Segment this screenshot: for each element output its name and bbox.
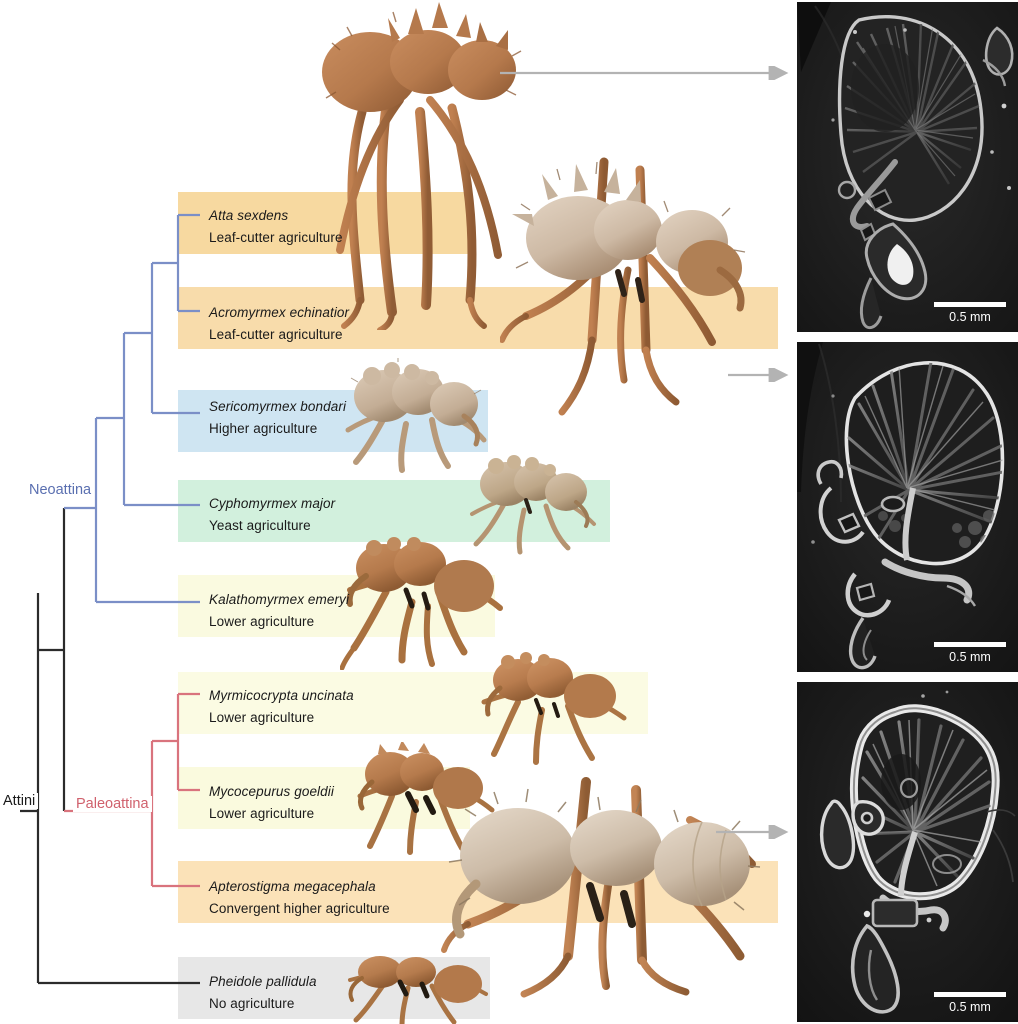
agriculture-type: Lower agriculture [209,614,315,629]
clade-label-attini: Attini [0,793,39,809]
agriculture-type: Lower agriculture [209,806,315,821]
clade-label-paleoattina: Paleoattina [73,796,152,812]
leaf-label-cyphomyrmex-major: Cyphomyrmex major Yeast agriculture [209,496,335,533]
agriculture-type: Leaf-cutter agriculture [209,230,343,245]
leaf-label-mycocepurus-goeldii: Mycocepurus goeldii Lower agriculture [209,784,334,821]
arrow-to-ct-top [500,66,789,80]
agriculture-type: Yeast agriculture [209,518,311,533]
scalebar-label: 0.5 mm [949,1000,991,1014]
clade-label-neoattina: Neoattina [26,482,95,498]
scalebar-middle: 0.5 mm [934,642,1006,664]
ct-panel-acromyrmex-echinatior: 0.5 mm [797,342,1018,672]
species-name: Sericomyrmex bondari [209,399,347,414]
agriculture-type: Higher agriculture [209,421,318,436]
agriculture-type: Leaf-cutter agriculture [209,327,343,342]
leaf-label-acromyrmex-echinatior: Acromyrmex echinatior Leaf-cutter agricu… [209,305,349,342]
leaf-label-apterostigma-megacephala: Apterostigma megacephala Convergent high… [209,879,390,916]
arrow-to-ct-bottom [716,825,789,839]
species-name: Mycocepurus goeldii [209,784,334,799]
ct-panel-apterostigma-megacephala: 0.5 mm [797,682,1018,1022]
ct-panel-atta-sexdens: 0.5 mm [797,2,1018,332]
scalebar-bottom: 0.5 mm [934,992,1006,1014]
cladogram [20,213,200,985]
species-name: Myrmicocrypta uncinata [209,688,354,703]
agriculture-type: No agriculture [209,996,295,1011]
leaf-label-atta-sexdens: Atta sexdens Leaf-cutter agriculture [209,208,343,245]
arrow-to-ct-middle [728,368,789,382]
scalebar-line [934,642,1006,647]
species-name: Cyphomyrmex major [209,496,336,511]
scalebar-top: 0.5 mm [934,302,1006,324]
scalebar-label: 0.5 mm [949,310,991,324]
agriculture-type: Convergent higher agriculture [209,901,390,916]
species-name: Pheidole pallidula [209,974,317,989]
leaf-label-sericomyrmex-bondari: Sericomyrmex bondari Higher agriculture [209,399,346,436]
agriculture-type: Lower agriculture [209,710,315,725]
scalebar-line [934,992,1006,997]
leaf-label-pheidole-pallidula: Pheidole pallidula No agriculture [209,974,317,1011]
leaf-label-myrmicocrypta-uncinata: Myrmicocrypta uncinata Lower agriculture [209,688,354,725]
species-name: Atta sexdens [209,208,289,223]
species-name: Kalathomyrmex emeryi [209,592,350,607]
species-name: Acromyrmex echinatior [209,305,350,320]
species-name: Apterostigma megacephala [209,879,376,894]
leaf-label-kalathomyrmex-emeryi: Kalathomyrmex emeryi Lower agriculture [209,592,349,629]
scalebar-line [934,302,1006,307]
scalebar-label: 0.5 mm [949,650,991,664]
